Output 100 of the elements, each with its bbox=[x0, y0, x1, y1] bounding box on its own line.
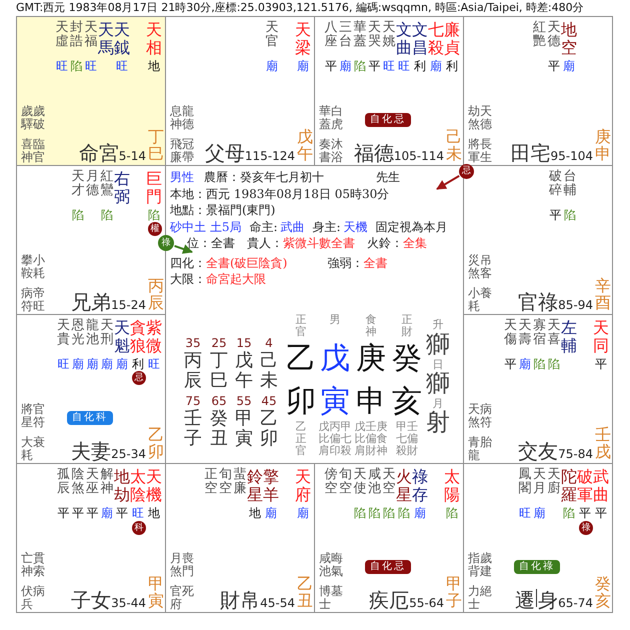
brightness-mark: 平 bbox=[504, 357, 516, 371]
star-name: 太陰 bbox=[130, 468, 146, 504]
star-name: 左輔 bbox=[561, 319, 577, 354]
star-name: 火星 bbox=[396, 468, 412, 504]
ten-god-label: 男 bbox=[330, 314, 340, 326]
decade-age: 35 bbox=[185, 337, 201, 349]
brightness-mark: 旺 bbox=[132, 506, 144, 520]
self-transform-tag: 自化科 bbox=[67, 411, 113, 425]
self-transform-tag: 自化祿 bbox=[514, 560, 560, 574]
age-range: 5-14 bbox=[118, 150, 146, 162]
info-text: 貴人： bbox=[247, 237, 283, 249]
brightness-mark: 旺 bbox=[84, 59, 97, 73]
star-name: 台輔 bbox=[563, 170, 576, 199]
brightness-mark: 廟 bbox=[116, 357, 128, 371]
minor-god-name: 息神 bbox=[170, 105, 182, 132]
star-name: 天相 bbox=[146, 21, 162, 56]
star-name: 正空 bbox=[204, 468, 218, 497]
star-name: 天哭 bbox=[368, 21, 381, 50]
star-name: 八座 bbox=[324, 21, 338, 50]
info-text: 全集 bbox=[403, 237, 427, 249]
brightness-mark: 平 bbox=[549, 208, 562, 222]
brightness-mark: 廟 bbox=[266, 59, 278, 73]
hidden-stem: 乙正官 bbox=[296, 421, 306, 458]
age-range: 95-104 bbox=[550, 150, 593, 162]
minor-god-name: 劫煞 bbox=[468, 105, 480, 132]
star-name: 封誥 bbox=[70, 21, 83, 50]
star-name: 廉貞 bbox=[444, 21, 460, 56]
minor-god-name: 小耗 bbox=[468, 287, 480, 314]
info-text: 全書 bbox=[363, 256, 388, 269]
brightness-mark: 平 bbox=[86, 506, 98, 520]
brightness-mark: 廟 bbox=[297, 59, 309, 73]
palace-cell bbox=[16, 314, 166, 464]
brightness-mark: 廟 bbox=[533, 506, 546, 520]
minor-god-name: 官符 bbox=[33, 403, 45, 430]
star-name: 地劫 bbox=[114, 468, 130, 504]
star-name: 祿存 bbox=[412, 468, 428, 504]
minor-god-name: 亡神 bbox=[21, 552, 33, 578]
star-name: 太陽 bbox=[444, 468, 460, 504]
minor-god-name: 官府 bbox=[170, 585, 182, 612]
brightness-mark: 廟 bbox=[414, 506, 426, 520]
star-name: 蜚廉 bbox=[233, 468, 246, 497]
star-name: 天壽 bbox=[518, 319, 532, 348]
brightness-mark: 廟 bbox=[265, 506, 277, 520]
star-name: 天巫 bbox=[86, 468, 99, 497]
star-name: 紅鸞 bbox=[100, 170, 114, 199]
star-name: 天喜 bbox=[547, 319, 560, 348]
info-text: 固定視為本月 bbox=[376, 220, 448, 233]
ten-god-label: 正官 bbox=[296, 314, 306, 338]
palace-name: 交友 bbox=[518, 441, 558, 461]
brightness-mark: 廟 bbox=[563, 59, 575, 73]
age-range: 65-74 bbox=[558, 597, 593, 609]
decade-age: 45 bbox=[261, 395, 277, 407]
brightness-mark: 平 bbox=[579, 506, 591, 520]
decade-pillar: 戊午 bbox=[235, 351, 253, 391]
stem-branch: 甲子 bbox=[446, 574, 462, 610]
star-name: 傍空 bbox=[324, 468, 338, 497]
star-name: 天福 bbox=[84, 21, 98, 50]
brightness-mark: 廟 bbox=[339, 59, 352, 73]
brightness-mark: 平 bbox=[595, 506, 607, 520]
brightness-mark: 廟 bbox=[100, 357, 113, 371]
info-text: 強弱： bbox=[327, 256, 364, 269]
brightness-mark: 利 bbox=[446, 59, 458, 73]
hidden-stem: 壬偏財 bbox=[366, 421, 376, 458]
brightness-mark: 利 bbox=[414, 59, 426, 73]
brightness-mark: 陷 bbox=[70, 59, 82, 73]
age-range: 105-114 bbox=[394, 150, 444, 162]
palace-cell bbox=[314, 16, 464, 166]
decade-pillar: 丁巳 bbox=[210, 351, 228, 391]
star-name: 解神 bbox=[100, 468, 114, 497]
star-name: 鈴星 bbox=[247, 468, 263, 504]
brightness-mark: 陷 bbox=[100, 208, 113, 222]
brightness-mark: 地 bbox=[148, 59, 160, 73]
minor-god-name: 將星 bbox=[21, 403, 33, 430]
age-range: 35-44 bbox=[111, 597, 146, 609]
info-text: 火鈴： bbox=[367, 237, 403, 249]
minor-god-name: 喜神 bbox=[21, 138, 33, 164]
minor-god-name: 吊客 bbox=[480, 254, 492, 280]
brightness-mark: 廟 bbox=[518, 357, 531, 371]
star-name: 天月 bbox=[532, 468, 546, 497]
star-name: 陰煞 bbox=[71, 468, 84, 497]
brightness-mark: 陷 bbox=[72, 208, 84, 222]
star-name: 天廚 bbox=[547, 468, 560, 497]
brightness-mark: 陷 bbox=[368, 506, 380, 520]
stem-branch: 乙丑 bbox=[297, 574, 313, 610]
star-name: 天梁 bbox=[295, 21, 311, 56]
palace-name: 官祿 bbox=[518, 292, 558, 312]
minor-god-name: 死 bbox=[182, 585, 194, 600]
zodiac-sign: 獅 bbox=[426, 371, 450, 395]
palace-name: 財帛 bbox=[220, 590, 260, 610]
info-text: 命主: bbox=[249, 220, 278, 233]
star-name: 天府 bbox=[295, 468, 311, 504]
earthly-branch: 申 bbox=[356, 387, 386, 417]
decade-pillar: 乙卯 bbox=[260, 409, 278, 449]
stem-branch: 乙卯 bbox=[148, 426, 164, 461]
heavenly-stem: 癸 bbox=[392, 344, 422, 374]
brightness-mark: 地 bbox=[148, 506, 160, 520]
star-name: 天機 bbox=[146, 468, 162, 504]
brightness-mark: 廟 bbox=[100, 506, 113, 520]
hidden-stem: 戊比肩 bbox=[354, 421, 366, 458]
age-range: 85-94 bbox=[558, 299, 593, 311]
